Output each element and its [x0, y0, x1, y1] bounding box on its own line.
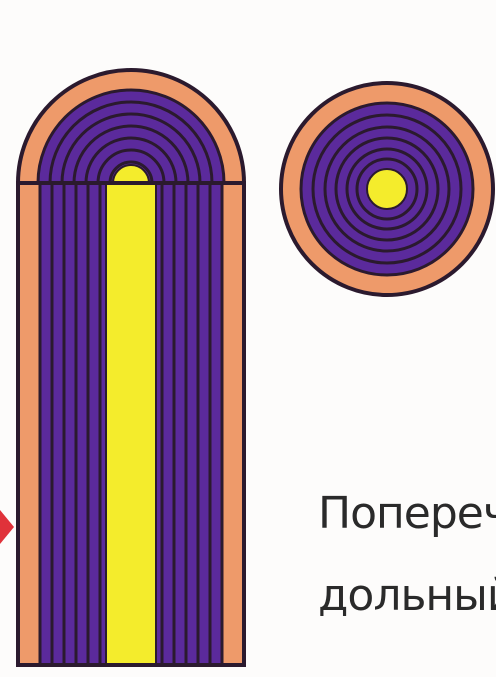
longitudinal-pith — [106, 183, 156, 665]
cross-section — [281, 83, 493, 295]
cross-pith — [367, 169, 407, 209]
arrow-tip — [0, 510, 14, 544]
caption-line-1: Попереч — [318, 488, 496, 539]
longitudinal-section — [16, 70, 246, 665]
caption-line-2: дольный — [318, 570, 496, 621]
